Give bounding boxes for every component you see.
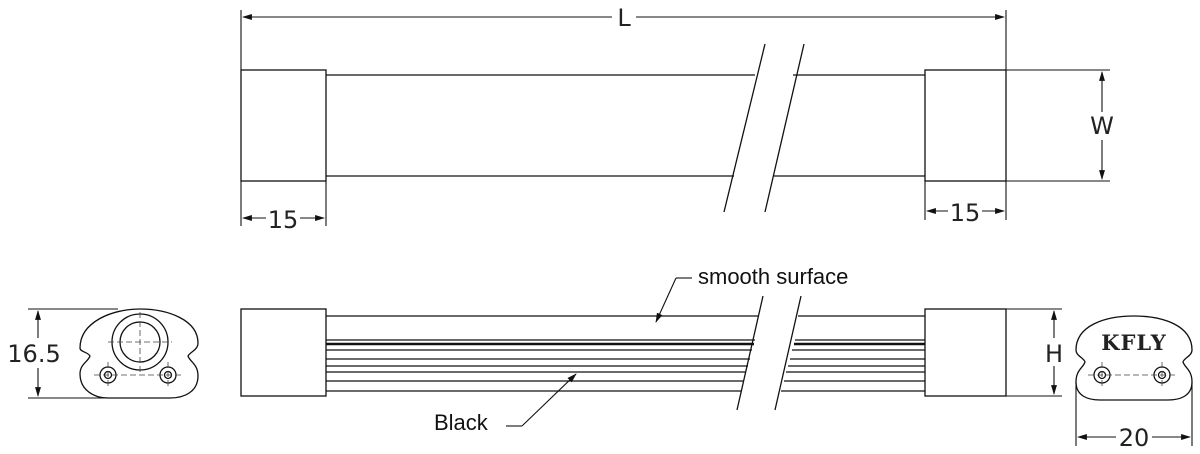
left-end-outline	[79, 308, 199, 399]
black-label: Black	[434, 410, 489, 435]
height-label: H	[1045, 340, 1063, 368]
profile-height-label: 16.5	[7, 340, 60, 368]
right-end-centerlines	[1088, 362, 1176, 388]
brand-text: KFLY	[1101, 330, 1167, 355]
dimension-length	[240, 10, 1007, 70]
side-right-cap	[924, 308, 1007, 397]
top-left-cap	[240, 69, 327, 182]
break-line	[723, 43, 766, 213]
left-end-centerlines	[94, 312, 182, 388]
dimension-end-width	[1075, 382, 1193, 446]
left-end-view	[79, 308, 199, 399]
break-line	[774, 295, 802, 411]
break-line	[736, 295, 764, 411]
width-label: W	[1090, 112, 1114, 140]
side-body-right	[781, 315, 925, 392]
right-end-outline	[1075, 315, 1193, 401]
surface-label: smooth surface	[698, 264, 848, 289]
right-cap-label: 15	[950, 199, 981, 227]
side-view	[240, 295, 1007, 411]
right-end-view	[1075, 315, 1193, 401]
dimension-profile-height	[28, 308, 118, 399]
break-line	[764, 43, 805, 213]
end-width-label: 20	[1119, 424, 1150, 452]
surface-leader	[655, 277, 692, 323]
dimension-right-cap	[924, 181, 1007, 220]
dimension-width	[1006, 69, 1110, 182]
dimension-height	[1006, 308, 1062, 397]
top-right-cap	[924, 69, 1007, 182]
black-leader	[506, 373, 577, 427]
dimension-left-cap	[240, 181, 327, 226]
top-view	[240, 43, 1007, 213]
left-cap-label: 15	[268, 206, 299, 234]
length-label: L	[617, 4, 631, 32]
side-body-left	[326, 315, 758, 392]
side-left-cap	[240, 308, 327, 397]
